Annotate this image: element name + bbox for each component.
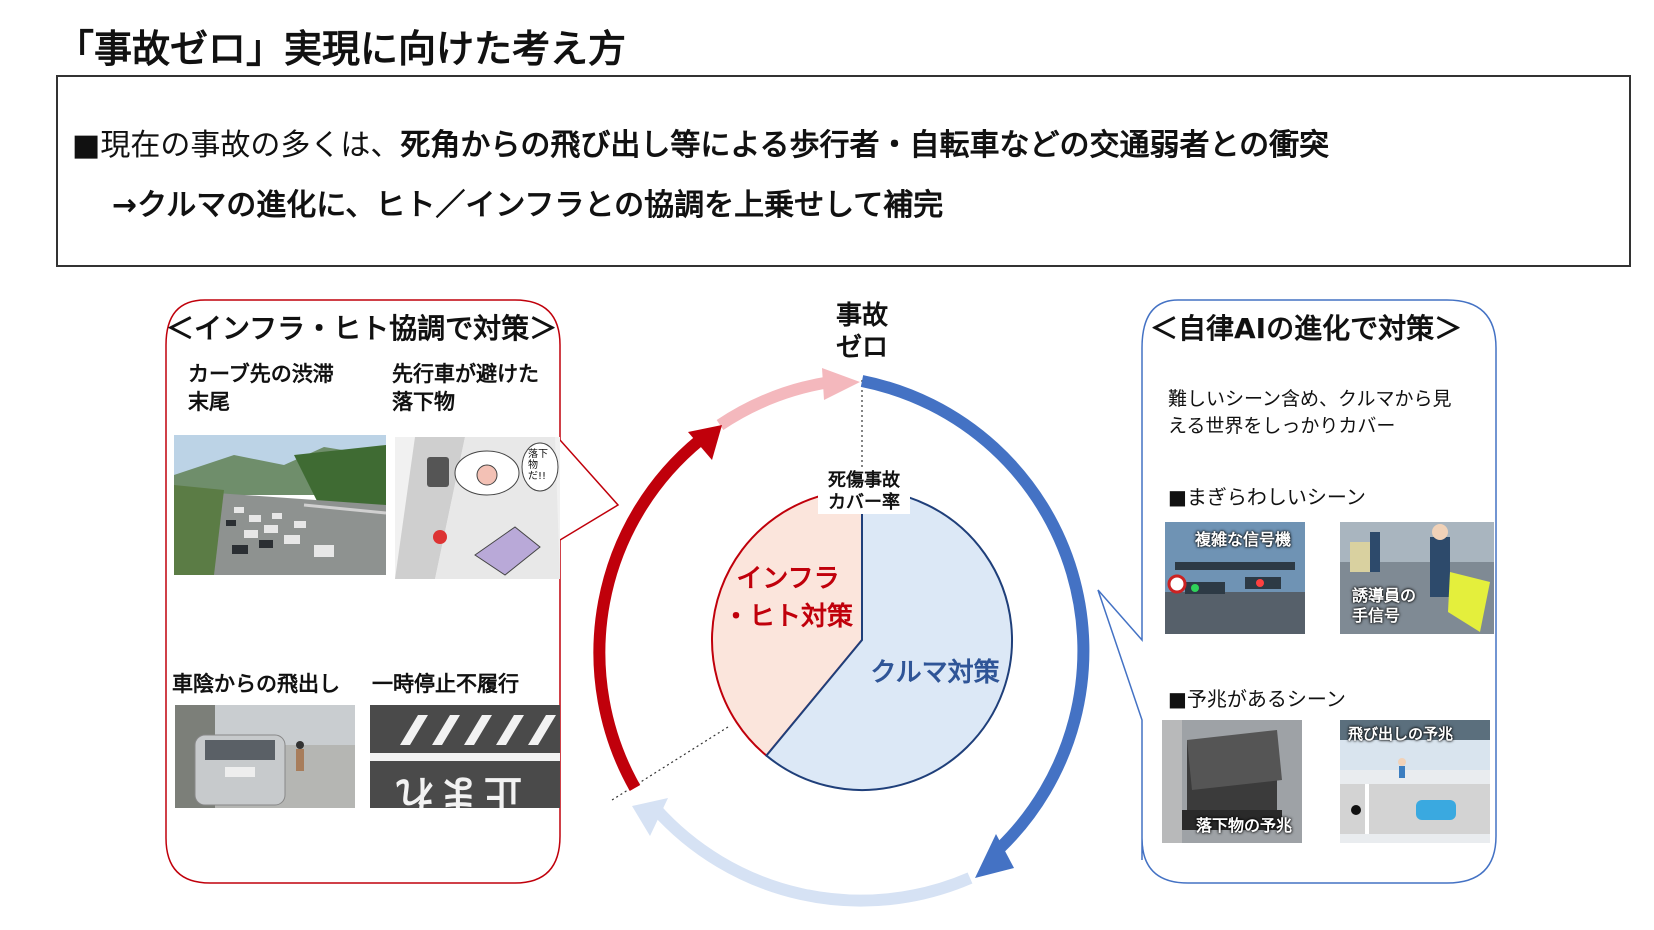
red-arrowhead [688, 425, 722, 460]
hand-signal-label-line2: 手信号 [1352, 606, 1401, 625]
fallen-object-comic-image [395, 437, 560, 579]
left-caption-2: 先行車が避けた 落下物 [392, 360, 539, 416]
left-caption-1: カーブ先の渋滞 末尾 [188, 360, 334, 416]
goal-label-line2: ゼロ [835, 333, 888, 363]
runout-sign-image [1340, 720, 1490, 834]
left-caption-1-line2: 末尾 [188, 390, 230, 414]
photo-falling-object-sign: 落下物の予兆 [1162, 720, 1302, 843]
right-desc-line1: 難しいシーン含め、クルマから見 [1168, 388, 1452, 410]
photo-car-behind [175, 705, 355, 808]
stop-line-image [370, 705, 560, 808]
car-slice-label: クルマ対策 [870, 658, 1000, 688]
infra-slice-label: インフラ ・ヒト対策 [718, 560, 858, 636]
summary-line-1-strong: 死角からの飛び出し等による歩行者・自転車などの交通弱者との衝突 [400, 128, 1330, 163]
photo-fallen-object-comic: 落下物だ!! [395, 437, 560, 579]
red-arc [593, 435, 704, 791]
pie-slice-car [764, 488, 1013, 791]
pie-title-line1: 死傷事故 [828, 470, 900, 491]
section-confusing-scenes: ■まぎらわしいシーン [1168, 485, 1366, 509]
pie-title: 死傷事故 カバー率 [818, 470, 910, 514]
goal-label-line1: 事故 [835, 301, 888, 331]
falling-object-sign-label: 落下物の予兆 [1196, 816, 1293, 835]
left-caption-3: 車陰からの飛出し [172, 672, 340, 696]
runout-sign-label: 飛び出しの予兆 [1348, 725, 1454, 743]
right-panel-title: ＜自律AIの進化で対策＞ [1150, 312, 1463, 345]
right-desc-line2: える世界をしっかりカバー [1168, 415, 1396, 437]
summary-line-1-plain: 現在の事故の多くは、 [100, 128, 401, 163]
left-caption-2-line2: 落下物 [392, 390, 455, 414]
infra-slice-label-line2: ・ヒト対策 [722, 602, 853, 632]
light-blue-arc [650, 804, 973, 907]
right-panel-description: 難しいシーン含め、クルマから見 える世界をしっかりカバー [1168, 386, 1451, 440]
hand-signal-image [1340, 522, 1494, 634]
pie-slice-infra [711, 488, 863, 757]
blue-arrowhead [975, 834, 1014, 878]
light-blue-arrowhead [632, 798, 668, 836]
photo-stop-line: 止まれ [370, 705, 560, 808]
left-panel-title: ＜インフラ・ヒト協調で対策＞ [166, 312, 558, 345]
left-bubble-outline [165, 299, 620, 884]
coverage-pie [711, 488, 1013, 791]
photo-highway-traffic [174, 435, 386, 575]
complex-signal-label: 複雑な信号機 [1195, 530, 1292, 549]
summary-box [56, 75, 1631, 267]
complex-signal-image [1165, 522, 1305, 634]
falling-object-sign-image [1162, 720, 1302, 843]
summary-line-1: ■現在の事故の多くは、死角からの飛び出し等による歩行者・自転車などの交通弱者との… [72, 120, 1329, 164]
hand-signal-label: 誘導員の 手信号 [1352, 586, 1416, 626]
highway-traffic-image [174, 435, 386, 575]
summary-bullet: ■ [72, 128, 101, 163]
pink-arrowhead [822, 368, 860, 400]
hand-signal-label-line1: 誘導員の [1352, 586, 1417, 605]
left-caption-4: 一時停止不履行 [372, 672, 519, 696]
photo-hand-signal: 誘導員の 手信号 [1340, 522, 1494, 634]
photo-runout-sign: 飛び出しの予兆 [1340, 720, 1490, 843]
right-bubble-outline [1097, 299, 1497, 884]
left-caption-1-line1: カーブ先の渋滞 [188, 362, 334, 386]
section-sign-scenes: ■予兆があるシーン [1168, 687, 1346, 711]
photo-complex-signal: 複雑な信号機 [1165, 522, 1305, 634]
comic-speech-text: 落下物だ!! [528, 449, 548, 482]
goal-label: 事故 ゼロ [820, 300, 904, 364]
left-caption-2-line1: 先行車が避けた [392, 362, 539, 386]
pie-title-line2: カバー率 [828, 492, 900, 513]
car-behind-image [175, 705, 355, 808]
pink-arc [716, 376, 831, 431]
blue-arc [860, 375, 1090, 853]
infra-slice-label-line1: インフラ [736, 564, 840, 594]
summary-line-2: →クルマの進化に、ヒト／インフラとの協調を上乗せして補完 [112, 188, 944, 223]
page-title: 「事故ゼロ」実現に向けた考え方 [56, 27, 627, 71]
